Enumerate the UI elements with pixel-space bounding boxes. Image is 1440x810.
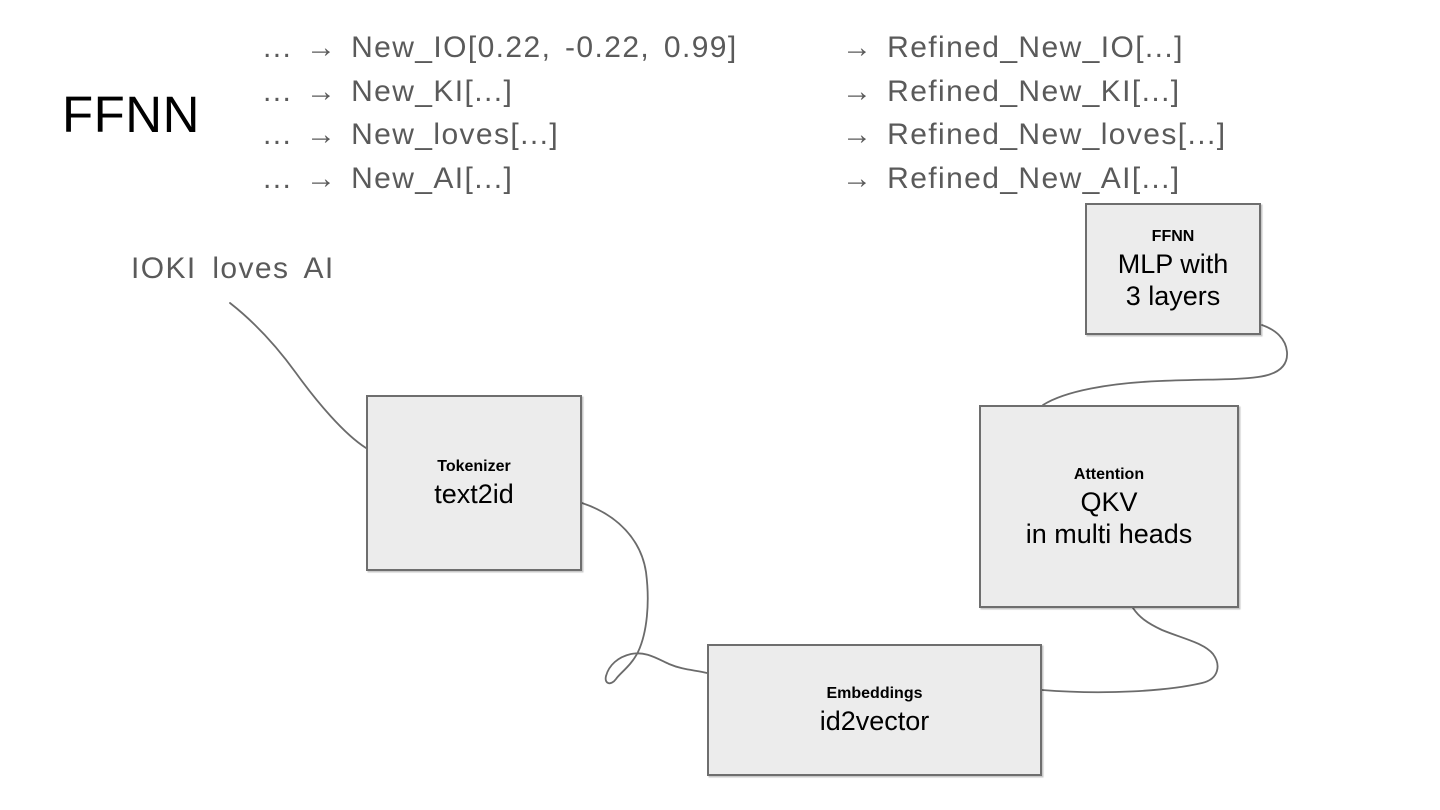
attention-node-text: QKV bbox=[1080, 486, 1138, 517]
input-token-list: ... → New_IO[0.22, -0.22, 0.99] ... → Ne… bbox=[263, 26, 738, 200]
tokenizer-node-text: text2id bbox=[434, 479, 514, 509]
connector-embeddings-to-attention bbox=[1041, 607, 1219, 694]
refined-token-line: → Refined_New_AI[...] bbox=[842, 161, 1181, 195]
connector-input-to-tokenizer bbox=[229, 302, 367, 449]
input-text: IOKI loves AI bbox=[131, 252, 335, 285]
ffnn-node: FFNN MLP with 3 layers bbox=[1085, 203, 1261, 335]
ffnn-node-label: FFNN bbox=[1151, 228, 1195, 245]
token-line: ... → New_IO[0.22, -0.22, 0.99] bbox=[263, 31, 738, 64]
refined-token-line: → Refined_New_loves[...] bbox=[842, 118, 1227, 151]
page-title: FFNN bbox=[62, 86, 200, 143]
refined-token-list: → Refined_New_IO[...] → Refined_New_KI[.… bbox=[842, 26, 1226, 200]
tokenizer-node-label: Tokenizer bbox=[437, 458, 511, 475]
token-line: ... → New_loves[...] bbox=[263, 118, 560, 151]
connector-attention-to-ffnn bbox=[1042, 324, 1288, 406]
token-line: ... → New_KI[...] bbox=[263, 74, 514, 108]
refined-token-line: → Refined_New_KI[...] bbox=[842, 74, 1181, 108]
embeddings-node-text: id2vector bbox=[819, 706, 930, 736]
embeddings-node: Embeddings id2vector bbox=[707, 644, 1042, 776]
embeddings-node-label: Embeddings bbox=[826, 685, 923, 702]
tokenizer-node: Tokenizer text2id bbox=[366, 395, 582, 571]
connector-tokenizer-to-embeddings bbox=[581, 502, 708, 685]
attention-node: Attention QKV in multi heads bbox=[979, 405, 1239, 608]
refined-token-line: → Refined_New_IO[...] bbox=[842, 31, 1184, 64]
ffnn-node-text: 3 layers bbox=[1125, 281, 1221, 311]
attention-node-text: in multi heads bbox=[1025, 518, 1193, 549]
token-line: ... → New_AI[...] bbox=[263, 161, 514, 195]
ffnn-node-text: MLP with bbox=[1117, 249, 1229, 279]
attention-node-label: Attention bbox=[1073, 465, 1145, 483]
